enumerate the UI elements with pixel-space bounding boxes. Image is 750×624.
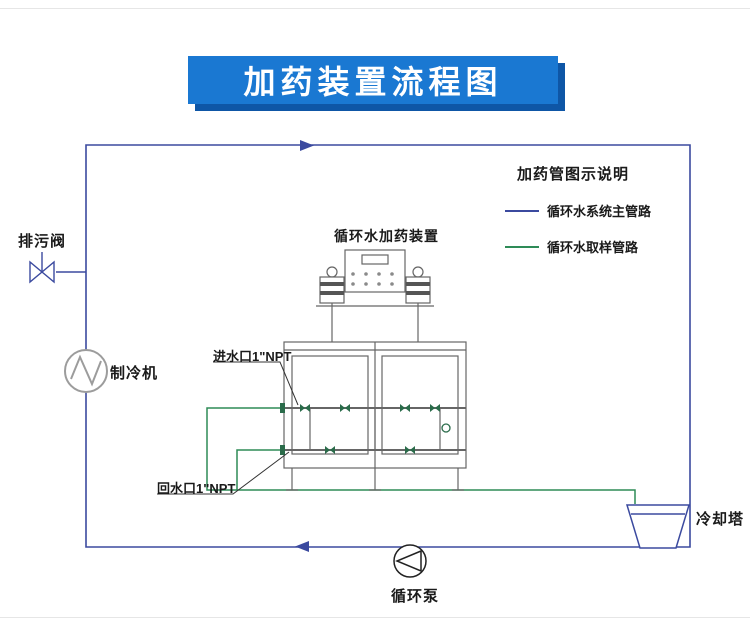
tank-right [381,355,459,455]
legend-item-sample-label: 循环水取样管路 [547,240,639,255]
device-valve-icons [280,403,451,455]
chiller-icon [64,349,108,393]
sampling-supply-line [206,407,636,504]
chiller-coil [70,354,102,387]
dosing-pump-right-icon [405,266,431,304]
page-title: 加药装置流程图 [243,64,503,100]
cabinet-display [361,254,389,265]
top-divider [0,8,750,9]
flow-arrow-right-icon [300,140,314,151]
drain-valve-body [29,260,55,284]
pump-impeller [395,549,422,573]
control-cabinet [344,249,406,293]
legend-item-main-label: 循环水系统主管路 [547,204,652,219]
return-port-label: 回水口1"NPT [157,481,236,496]
cooling-tower-body [625,504,691,549]
main-loop-path [85,144,691,548]
cabinet-indicator-dots [351,272,394,286]
legend-item-main: 循环水系统主管路 [505,201,651,220]
tank-left [291,355,369,455]
main-pipeline-swatch-icon [505,209,539,212]
legend-item-sample: 循环水取样管路 [505,237,651,256]
sample-pipeline-swatch-icon [505,245,539,248]
drain-valve-icon [29,252,55,284]
flow-arrow-left-icon [295,541,309,552]
sampling-return-line [236,449,284,490]
drain-valve-label: 排污阀 [18,233,67,250]
sampling-pipeline [206,407,636,504]
return-leader-line [157,451,290,495]
inlet-leader-line [213,361,299,406]
dosing-device-drawing [283,249,467,491]
legend-title: 加药管图示说明 [517,166,630,183]
circulation-pump-icon [393,544,427,578]
dosing-device-label: 循环水加药装置 [334,228,439,244]
cooling-tower-label: 冷却塔 [696,511,745,528]
chiller-label: 制冷机 [110,365,159,382]
legend: 加药管图示说明 循环水系统主管路 循环水取样管路 [505,163,651,256]
circulation-pump-label: 循环泵 [391,588,440,605]
pipe-drops [309,408,441,450]
main-pipeline-loop [56,144,691,548]
stand-posts [331,303,419,342]
equipment-legs [291,468,459,490]
inlet-port-label: 进水口1"NPT [213,349,292,364]
page-title-banner: 加药装置流程图 [188,56,558,104]
dosing-pump-left-icon [319,266,345,304]
bottom-divider [0,617,750,618]
cooling-tower-icon [625,504,691,549]
label-leader-lines [157,361,299,495]
